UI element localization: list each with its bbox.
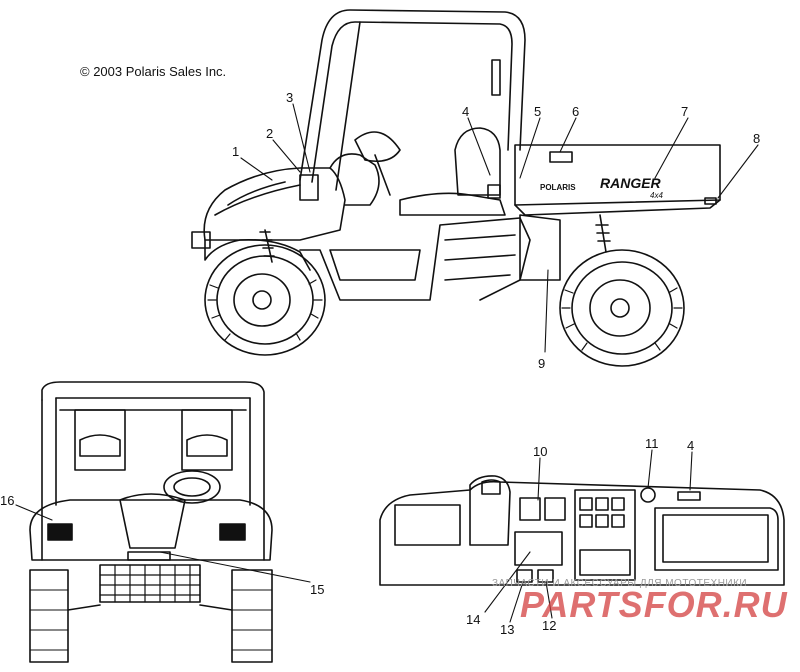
callout-6: 6 bbox=[572, 104, 579, 119]
ranger-decal: RANGER bbox=[600, 175, 662, 191]
front-roll-cage bbox=[41, 381, 265, 561]
callout-15: 15 bbox=[310, 582, 324, 597]
callout-9: 9 bbox=[538, 356, 545, 371]
badge-decal: 4x4 bbox=[650, 191, 663, 200]
callout-8: 8 bbox=[753, 131, 760, 146]
hood bbox=[203, 167, 346, 241]
dashboard-outline bbox=[379, 480, 785, 586]
callout-5: 5 bbox=[534, 104, 541, 119]
steering-wheel bbox=[354, 131, 401, 163]
steering-column bbox=[469, 475, 511, 546]
leader-lines bbox=[15, 103, 759, 623]
roll-cage-inner bbox=[311, 21, 513, 183]
front-grille bbox=[99, 564, 201, 603]
watermark-tagline: ЗАПЧАСТИ И АКСЕССУАРЫ ДЛЯ МОТОТЕХНИКИ bbox=[492, 578, 748, 589]
callout-13: 13 bbox=[500, 622, 514, 637]
right-headlight bbox=[219, 523, 246, 541]
center-console bbox=[574, 489, 636, 581]
callout-4: 4 bbox=[462, 104, 469, 119]
polaris-decal: POLARIS bbox=[540, 183, 576, 192]
callout-7: 7 bbox=[681, 104, 688, 119]
callout-11: 11 bbox=[645, 436, 659, 451]
hood-decal bbox=[299, 174, 319, 201]
front-wheel-rim bbox=[233, 273, 291, 327]
front-steering-wheel bbox=[163, 470, 221, 504]
front-right-tire bbox=[231, 569, 273, 663]
callout-14: 14 bbox=[466, 612, 480, 627]
copyright-notice: © 2003 Polaris Sales Inc. bbox=[80, 64, 227, 79]
callout-10: 10 bbox=[533, 444, 547, 459]
left-headlight bbox=[47, 523, 73, 541]
callout-12: 12 bbox=[542, 618, 556, 633]
callout-1: 1 bbox=[232, 144, 239, 159]
callout-numbers: 1 2 3 4 5 6 7 8 9 10 11 4 12 13 14 15 16 bbox=[0, 90, 760, 637]
front-left-tire bbox=[29, 569, 69, 663]
seat-back bbox=[329, 153, 380, 206]
front-hood bbox=[29, 499, 273, 561]
watermark-site: PARTSFOR.RU bbox=[520, 584, 788, 625]
front-view-vehicle bbox=[29, 381, 273, 663]
dash-top-decal bbox=[677, 491, 701, 501]
callout-3: 3 bbox=[286, 90, 293, 105]
dash-panel-decal bbox=[514, 531, 563, 566]
roll-cage-outer bbox=[299, 9, 526, 181]
front-bumper bbox=[191, 231, 211, 249]
side-view-vehicle bbox=[191, 9, 721, 367]
glove-box bbox=[654, 507, 779, 571]
front-wheel-tire bbox=[204, 244, 326, 356]
dash-gauge bbox=[640, 487, 656, 503]
rear-seat-back bbox=[454, 127, 501, 196]
callout-2: 2 bbox=[266, 126, 273, 141]
callout-16: 16 bbox=[0, 493, 14, 508]
front-badge-plate bbox=[127, 551, 171, 561]
dashboard-view bbox=[379, 475, 785, 586]
callout-4-dash: 4 bbox=[687, 438, 694, 453]
cargo-decal-small bbox=[549, 151, 573, 163]
seat-bench bbox=[399, 192, 506, 216]
rear-wheel-rim bbox=[589, 279, 651, 337]
rear-wheel-tire bbox=[559, 249, 685, 367]
